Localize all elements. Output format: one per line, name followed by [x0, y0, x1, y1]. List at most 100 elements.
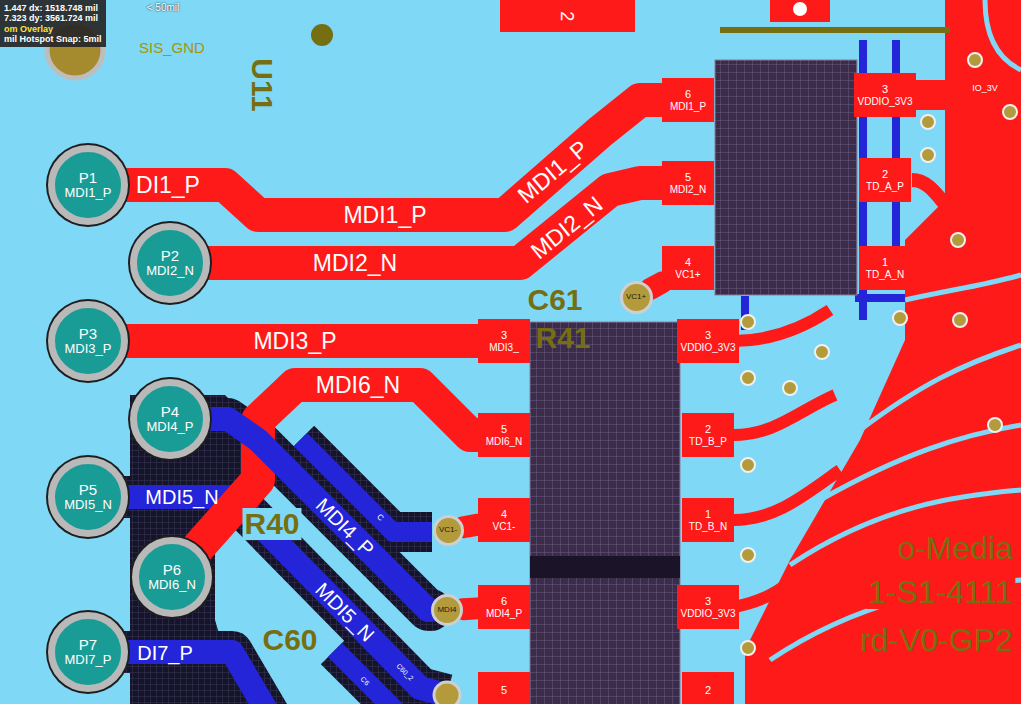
bottom-layer-track	[335, 650, 400, 704]
via	[1003, 105, 1017, 119]
pad-label: MDI4_P	[147, 420, 194, 435]
via	[741, 548, 755, 562]
copper-track	[128, 324, 478, 358]
via-pad: MDI4	[431, 594, 463, 626]
top-layer-track	[734, 0, 840, 607]
measure-readout: 1.447 dx: 1518.748 mil7.323 dy: 3561.724…	[0, 0, 106, 47]
pin-label: 1	[882, 256, 888, 269]
pin-label: 5	[501, 423, 507, 436]
smd-pad: 2TD_B_P	[682, 413, 734, 457]
pin-label: 2	[557, 11, 578, 21]
via	[921, 115, 935, 129]
track-label: MDI6_N	[316, 374, 400, 397]
via	[741, 371, 755, 385]
smd-pad: 2	[500, 0, 635, 32]
through-hole-pad: P6MDI6_N	[132, 537, 212, 617]
smd-pad: 5	[478, 672, 530, 704]
pin-label: TD_A_P	[866, 181, 904, 193]
via	[968, 53, 982, 67]
pin-label: TD_B_N	[689, 521, 727, 533]
pad-label: P1	[79, 169, 97, 186]
smd-pad: 1TD_A_N	[859, 246, 911, 290]
pin-label: MDI2_N	[670, 184, 707, 196]
copper-pour	[905, 275, 1021, 300]
pin-label: MDI1_P	[670, 101, 706, 113]
smd-pad: 5MDI6_N	[478, 413, 530, 457]
pad-label: P2	[161, 247, 179, 264]
silkscreen-text: 1-S1-4111	[866, 575, 1015, 609]
pad-label: MDI6_N	[148, 578, 196, 593]
silkscreen-text: o-Media	[895, 531, 1015, 565]
via-label: MDI4	[437, 605, 456, 614]
top-layer-track	[793, 2, 807, 16]
pad-label: MDI2_N	[146, 264, 194, 279]
smd-pad: 3VDDIO_3V3	[854, 73, 916, 117]
pad-label: P6	[163, 561, 181, 578]
bottom-layer-track	[892, 40, 900, 250]
via	[921, 148, 935, 162]
silkscreen-text: rd-V0-GP2	[858, 623, 1015, 657]
via-label: VC1-	[439, 525, 457, 534]
copper-pour	[820, 425, 1021, 500]
track-label: DI1_P	[136, 174, 200, 197]
smd-pad: 2TD_A_P	[859, 158, 911, 202]
pin-label: 5	[685, 171, 691, 184]
top-layer-track	[770, 0, 830, 22]
track-label: MDI3_P	[253, 330, 336, 353]
via	[951, 233, 965, 247]
copper-pour	[985, 0, 1021, 70]
readout-text: 1.447 dx: 1518.748 mil	[4, 3, 98, 13]
pin-label: 2	[705, 423, 711, 436]
smd-pad: 4VC1+	[662, 246, 714, 290]
pin-label: 3	[501, 329, 507, 342]
copper-track	[210, 183, 662, 263]
pin-label: 2	[705, 684, 711, 697]
pin-label: MDI3_	[489, 342, 518, 354]
smd-pad: 4VC1-	[478, 498, 530, 542]
top-layer-track	[734, 565, 805, 607]
via	[741, 641, 755, 655]
top-layer-track	[734, 395, 835, 435]
pin-label: MDI6_N	[486, 436, 523, 448]
top-layer-track	[734, 470, 840, 520]
track-label: DI7_P	[137, 643, 193, 663]
net-label: SIS_GND	[139, 40, 205, 55]
smd-pad: 5MDI2_N	[662, 161, 714, 205]
pin-label: TD_B_P	[689, 436, 727, 448]
pad-label: P5	[79, 481, 97, 498]
pin-label: MDI4_P	[486, 608, 522, 620]
pin-label: 3	[705, 329, 711, 342]
via-pad: VC1+	[620, 281, 653, 314]
smd-pad: 6MDI1_P	[662, 78, 714, 122]
copper-track	[650, 283, 662, 289]
copper-track	[463, 525, 478, 528]
pin-label: 1	[705, 508, 711, 521]
pin-label: 2	[882, 168, 888, 181]
via-label: VC1+	[626, 292, 646, 301]
rule-hint: < 50mil	[147, 3, 180, 13]
smd-pad: 3MDI3_	[478, 319, 530, 363]
silkscreen-mark	[311, 24, 333, 46]
via	[953, 313, 967, 327]
via	[434, 53, 1017, 704]
pin-label: VC1-	[493, 521, 516, 533]
pin-label: VC1+	[675, 269, 700, 281]
via	[434, 682, 460, 704]
via	[893, 311, 907, 325]
readout-text: om Overlay	[4, 24, 53, 34]
pin-label: 6	[685, 88, 691, 101]
pin-label: VDDIO_3V3	[857, 96, 912, 108]
through-hole-pad: P3MDI3_P	[48, 301, 128, 381]
copper-pour	[912, 180, 950, 210]
pad-label: P3	[79, 325, 97, 342]
pad-label: MDI7_P	[65, 653, 112, 668]
through-hole-pad: P1MDI1_P	[48, 145, 128, 225]
via	[741, 458, 755, 472]
track-label: MDI5_N	[145, 487, 218, 507]
copper-track	[463, 597, 478, 620]
smd-pad: 1TD_B_N	[682, 498, 734, 542]
smd-pad: 2	[682, 672, 734, 704]
through-hole-pad: P2MDI2_N	[130, 223, 210, 303]
ic-body	[530, 322, 680, 704]
